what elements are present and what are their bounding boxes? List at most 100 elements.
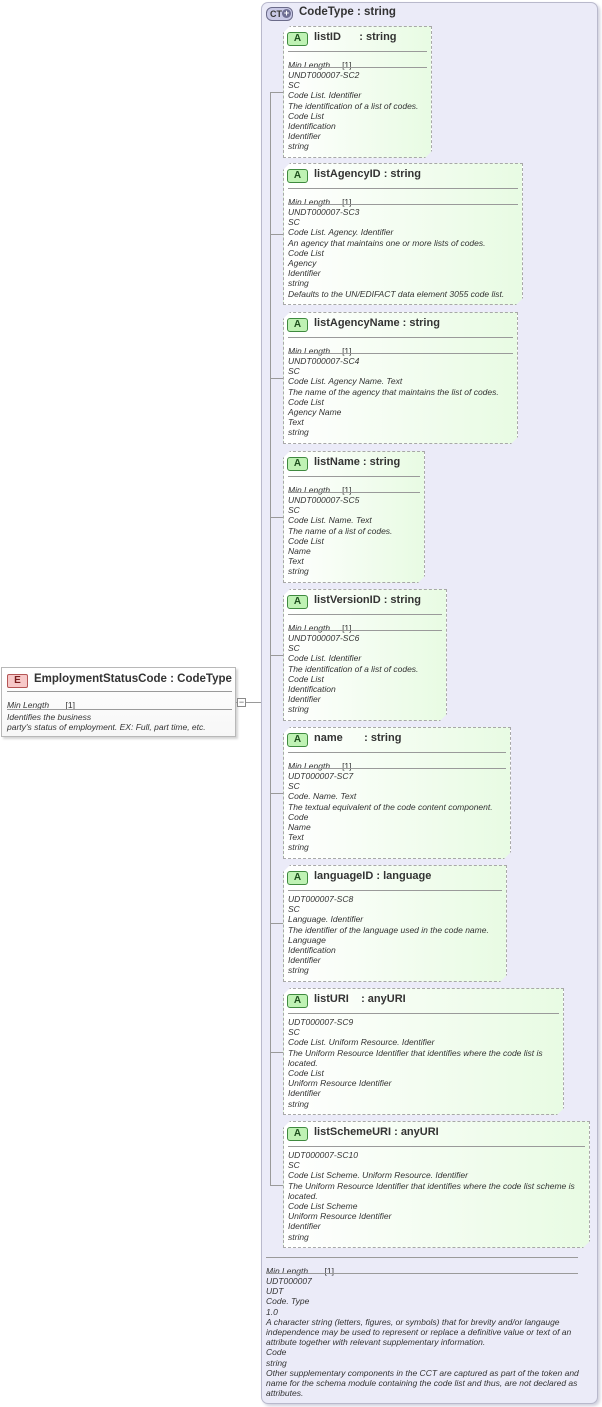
doc-line: Code List — [288, 396, 324, 407]
attribute-facet: Min Length[1] — [288, 341, 352, 359]
doc-line: Identification — [288, 945, 336, 956]
attribute-type: string — [390, 168, 421, 180]
attribute-box-list-name[interactable]: A listName : string Min Length[1] UNDT00… — [283, 451, 425, 583]
doc-line: Text — [288, 556, 304, 567]
attribute-badge: A — [287, 1127, 308, 1141]
doc-line: UDT000007 — [266, 1276, 312, 1286]
element-badge: E — [7, 674, 28, 688]
divider — [288, 476, 420, 477]
doc-line: Uniform Resource Identifier — [288, 1078, 392, 1089]
doc-line: string — [288, 842, 309, 853]
attribute-box-name[interactable]: A name : string Min Length[1] UDT000007-… — [283, 727, 511, 859]
doc-line: 1.0 — [266, 1306, 278, 1317]
attribute-connector — [270, 923, 283, 924]
attribute-badge: A — [287, 733, 308, 747]
divider — [288, 492, 420, 493]
attribute-title: listURI : anyURI — [314, 993, 406, 1005]
attribute-box-list-agency-name[interactable]: A listAgencyName : string Min Length[1] … — [283, 312, 518, 444]
doc-line: string — [288, 1231, 309, 1242]
element-name: EmploymentStatusCode — [34, 673, 167, 685]
attribute-box-list-version-id[interactable]: A listVersionID : string Min Length[1] U… — [283, 589, 447, 721]
attribute-documentation: UNDT000007-SC3 SC Code List. Agency. Ide… — [288, 207, 504, 299]
complex-type-documentation: UDT000007 UDT Code. Type 1.0 A character… — [266, 1276, 591, 1398]
type-separator: : — [170, 673, 178, 685]
attribute-box-language-id[interactable]: A languageID : language UDT000007-SC8 SC… — [283, 865, 507, 982]
doc-line: Code List — [288, 1068, 324, 1079]
attribute-badge: A — [287, 994, 308, 1008]
doc-line: Agency — [288, 258, 317, 269]
doc-line: Code — [288, 811, 309, 822]
doc-line: string — [288, 427, 309, 438]
attribute-name: listURI — [314, 993, 349, 1005]
facet-value: [1] — [65, 700, 75, 710]
facet-label: Min Length — [288, 60, 331, 70]
facet-value: [1] — [342, 197, 352, 207]
attribute-connector — [270, 517, 283, 518]
doc-line: SC — [288, 80, 300, 91]
doc-line: Identifier — [288, 955, 321, 966]
doc-line: UNDT000007-SC3 — [288, 207, 360, 217]
attribute-type: string — [390, 594, 421, 606]
doc-line: UDT000007-SC8 — [288, 894, 354, 904]
divider — [7, 709, 232, 710]
doc-line: Code List. Agency Name. Text — [288, 376, 403, 387]
attribute-badge: A — [287, 871, 308, 885]
doc-line: Code List — [288, 535, 324, 546]
complex-type-facet: Min Length [1] — [266, 1261, 334, 1279]
attribute-type: anyURI — [400, 1126, 439, 1138]
doc-line: UDT000007-SC9 — [288, 1017, 354, 1027]
attribute-documentation: UNDT000007-SC4 SC Code List. Agency Name… — [288, 356, 499, 438]
divider — [288, 353, 513, 354]
doc-line: Code List. Identifier — [288, 653, 362, 664]
attribute-box-list-scheme-uri[interactable]: A listSchemeURI : anyURI UDT000007-SC10 … — [283, 1121, 590, 1248]
doc-line: SC — [288, 1027, 300, 1038]
facet-value: [1] — [342, 60, 352, 70]
complex-type-badge[interactable]: CT + — [266, 7, 293, 21]
attribute-tree-line — [270, 92, 271, 1186]
element-title: EmploymentStatusCode : CodeType — [34, 673, 232, 685]
element-box-employment-status-code[interactable]: E EmploymentStatusCode : CodeType Min Le… — [1, 667, 236, 737]
divider — [266, 1257, 578, 1258]
doc-line: Code List Scheme. Uniform Resource. Iden… — [288, 1170, 468, 1181]
element-facet: Min Length [1] — [7, 695, 75, 713]
doc-line: Code List. Name. Text — [288, 515, 372, 526]
doc-line: An agency that maintains one or more lis… — [288, 237, 486, 248]
attribute-connector — [270, 1052, 283, 1053]
attribute-badge: A — [287, 32, 308, 46]
attribute-box-list-uri[interactable]: A listURI : anyURI UDT000007-SC9 SC Code… — [283, 988, 564, 1115]
divider — [288, 614, 442, 615]
attribute-type: language — [383, 870, 432, 882]
facet-label: Min Length — [7, 700, 50, 710]
doc-line: SC — [288, 1160, 300, 1171]
attribute-facet: Min Length[1] — [288, 756, 352, 774]
divider — [7, 691, 232, 692]
facet-value: [1] — [342, 485, 352, 495]
doc-line: Identification — [288, 684, 336, 695]
complex-type-badge-label: CT — [270, 9, 282, 19]
connector-line — [236, 702, 261, 703]
divider — [288, 337, 513, 338]
doc-line: Code List — [288, 110, 324, 121]
doc-line: The Uniform Resource Identifier that ide… — [288, 1047, 543, 1068]
attribute-title: languageID : language — [314, 870, 432, 882]
doc-line: SC — [288, 904, 300, 915]
divider — [288, 1146, 585, 1147]
doc-line: Name — [288, 822, 311, 833]
attribute-name: listID — [314, 31, 341, 43]
attribute-title: listID : string — [314, 31, 397, 43]
divider — [266, 1273, 578, 1274]
attribute-box-list-id[interactable]: A listID : string Min Length[1] UNDT0000… — [283, 26, 432, 158]
attribute-box-list-agency-id[interactable]: A listAgencyID : string Min Length[1] UN… — [283, 163, 523, 305]
divider — [288, 51, 427, 52]
doc-line: Language. Identifier — [288, 914, 364, 925]
doc-line: The name of a list of codes. — [288, 525, 393, 536]
facet-value: [1] — [342, 623, 352, 633]
divider — [288, 768, 506, 769]
doc-line: Code List Scheme — [288, 1201, 358, 1212]
attribute-title: listSchemeURI : anyURI — [314, 1126, 439, 1138]
doc-line: The identification of a list of codes. — [288, 100, 419, 111]
doc-line: party's status of employment. EX: Full, … — [7, 722, 206, 733]
collapse-icon[interactable]: − — [237, 697, 246, 707]
attribute-documentation: UDT000007-SC8 SC Language. Identifier Th… — [288, 894, 489, 976]
doc-line: Text — [288, 417, 304, 428]
